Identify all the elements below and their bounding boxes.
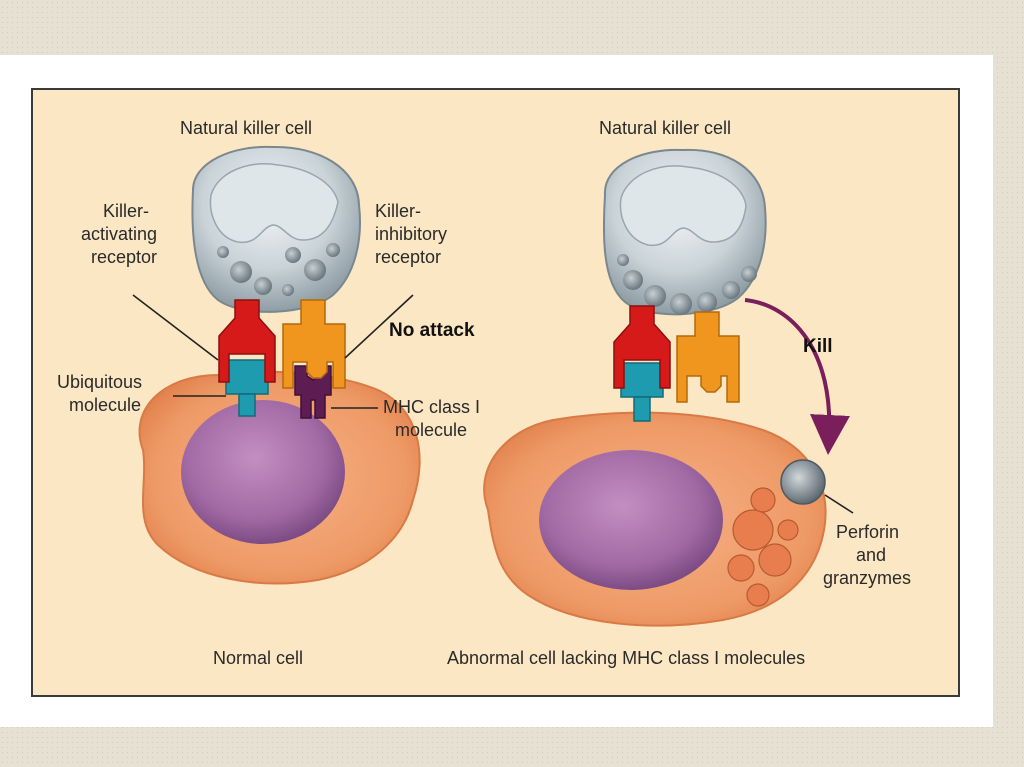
svg-text:Ubiquitous: Ubiquitous (57, 372, 142, 392)
inhibitory-leader-line (344, 294, 414, 359)
svg-text:receptor: receptor (375, 247, 441, 267)
svg-text:inhibitory: inhibitory (375, 224, 447, 244)
right-ubiquitous-molecule (620, 362, 664, 422)
slide: Natural killer cell (0, 55, 993, 727)
perforin-granule (780, 459, 826, 505)
svg-text:granzymes: granzymes (823, 568, 911, 588)
right-nk-granules (617, 254, 757, 315)
svg-text:activating: activating (81, 224, 157, 244)
abnormal-cell-nucleus (539, 450, 723, 590)
perforin-label: Perforin and granzymes (823, 522, 911, 588)
svg-text:Killer-: Killer- (375, 201, 421, 221)
svg-text:molecule: molecule (69, 395, 141, 415)
svg-text:receptor: receptor (91, 247, 157, 267)
left-activating-receptor (218, 299, 276, 383)
inhibitory-receptor-label: Killer- inhibitory receptor (375, 201, 447, 267)
damaged-membrane (727, 487, 799, 607)
left-nk-nucleus (209, 163, 339, 243)
svg-text:MHC class I: MHC class I (383, 397, 480, 417)
no-attack-label: No attack (389, 320, 475, 341)
svg-text:Perforin: Perforin (836, 522, 899, 542)
abnormal-cell-caption: Abnormal cell lacking MHC class I molecu… (447, 648, 805, 668)
activating-leader-line (132, 294, 219, 361)
activating-receptor-label: Killer- activating receptor (81, 201, 157, 267)
right-nk-title: Natural killer cell (599, 118, 731, 138)
kill-arrow (744, 298, 850, 455)
normal-cell-nucleus (181, 400, 345, 544)
right-inhibitory-receptor (676, 311, 740, 403)
svg-text:molecule: molecule (395, 420, 467, 440)
left-nk-granules (217, 243, 340, 296)
nk-cell-figure: Natural killer cell (31, 88, 960, 697)
right-panel: Natural killer cell (447, 118, 911, 668)
left-mhc-molecule (294, 365, 332, 419)
ubiquitous-molecule-label: Ubiquitous molecule (57, 372, 142, 415)
kill-label: Kill (803, 336, 833, 357)
svg-text:and: and (856, 545, 886, 565)
figure-canvas: Natural killer cell (57, 118, 911, 668)
mhc-molecule-label: MHC class I molecule (383, 397, 480, 440)
svg-text:Killer-: Killer- (103, 201, 149, 221)
perforin-leader-line (824, 494, 854, 514)
left-nk-title: Natural killer cell (180, 118, 312, 138)
right-activating-receptor (613, 305, 671, 389)
normal-cell-caption: Normal cell (213, 648, 303, 668)
right-nk-nucleus (619, 165, 747, 246)
left-panel: Natural killer cell (57, 118, 480, 668)
left-inhibitory-receptor (282, 299, 346, 389)
